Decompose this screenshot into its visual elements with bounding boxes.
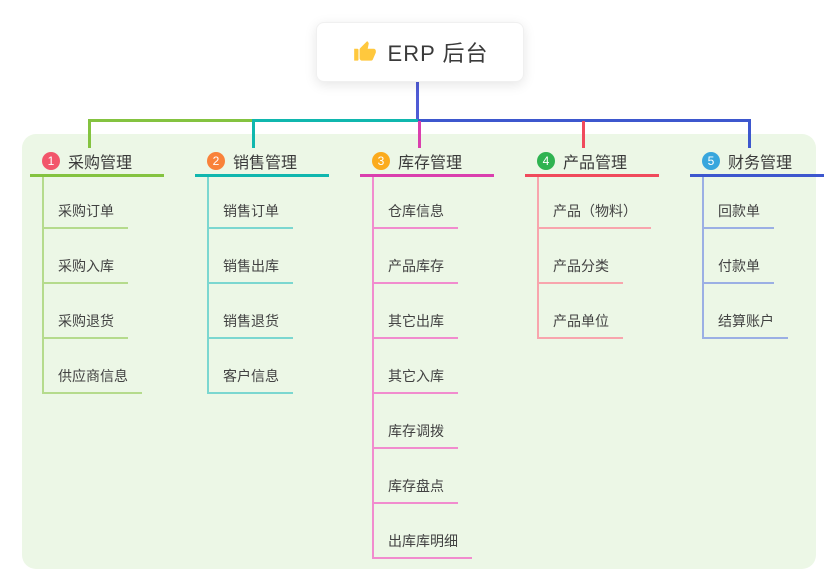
child-node[interactable]: 回款单	[702, 203, 774, 229]
branch-bracket-line	[372, 177, 374, 559]
branch-bracket-line	[42, 177, 44, 394]
branch-drop-line	[418, 121, 421, 148]
branch-number-badge: 3	[372, 151, 390, 170]
branch-bracket-line	[207, 177, 209, 394]
branch-label: 库存管理	[398, 154, 463, 172]
child-node[interactable]: 出库库明细	[372, 533, 472, 559]
branch-drop-line	[252, 121, 255, 148]
branch-header[interactable]: 2 销售管理	[195, 147, 329, 177]
branch-header[interactable]: 3 库存管理	[360, 147, 494, 177]
branch-header[interactable]: 4 产品管理	[525, 147, 659, 177]
child-node[interactable]: 供应商信息	[42, 368, 142, 394]
child-node[interactable]: 产品分类	[537, 258, 623, 284]
branch-label: 财务管理	[728, 154, 793, 172]
branch-label: 销售管理	[233, 154, 298, 172]
branch-drop-line	[582, 121, 585, 148]
child-node[interactable]: 产品库存	[372, 258, 458, 284]
child-node[interactable]: 采购入库	[42, 258, 128, 284]
child-node[interactable]: 产品（物料）	[537, 203, 651, 229]
child-node[interactable]: 其它出库	[372, 313, 458, 339]
child-node[interactable]: 库存调拨	[372, 423, 458, 449]
branch-number-badge: 2	[207, 151, 225, 170]
child-node[interactable]: 销售出库	[207, 258, 293, 284]
branch-number-badge: 4	[537, 151, 555, 170]
child-node[interactable]: 采购退货	[42, 313, 128, 339]
branch-drop-line	[88, 121, 91, 148]
child-node[interactable]: 采购订单	[42, 203, 128, 229]
bus-segment-right	[418, 119, 751, 122]
child-node[interactable]: 销售订单	[207, 203, 293, 229]
branch-bracket-line	[537, 177, 539, 339]
branch-bracket-line	[702, 177, 704, 339]
branch-number-badge: 5	[702, 151, 720, 170]
thumbs-up-icon	[352, 39, 378, 65]
branch-number-badge: 1	[42, 151, 60, 170]
root-node[interactable]: ERP 后台	[316, 22, 524, 82]
child-node[interactable]: 付款单	[702, 258, 774, 284]
child-node[interactable]: 产品单位	[537, 313, 623, 339]
root-title: ERP 后台	[387, 41, 489, 66]
branches-background-panel	[22, 134, 816, 569]
branch-drop-line	[748, 121, 751, 148]
child-node[interactable]: 销售退货	[207, 313, 293, 339]
child-node[interactable]: 仓库信息	[372, 203, 458, 229]
branch-header[interactable]: 5 财务管理	[690, 147, 824, 177]
bus-segment-middle	[252, 119, 419, 122]
child-node[interactable]: 结算账户	[702, 313, 788, 339]
child-node[interactable]: 其它入库	[372, 368, 458, 394]
child-node[interactable]: 客户信息	[207, 368, 293, 394]
root-stem-line	[416, 82, 419, 121]
branch-header[interactable]: 1 采购管理	[30, 147, 164, 177]
branch-label: 产品管理	[563, 154, 628, 172]
child-node[interactable]: 库存盘点	[372, 478, 458, 504]
bus-segment-left	[88, 119, 255, 122]
branch-label: 采购管理	[68, 154, 133, 172]
